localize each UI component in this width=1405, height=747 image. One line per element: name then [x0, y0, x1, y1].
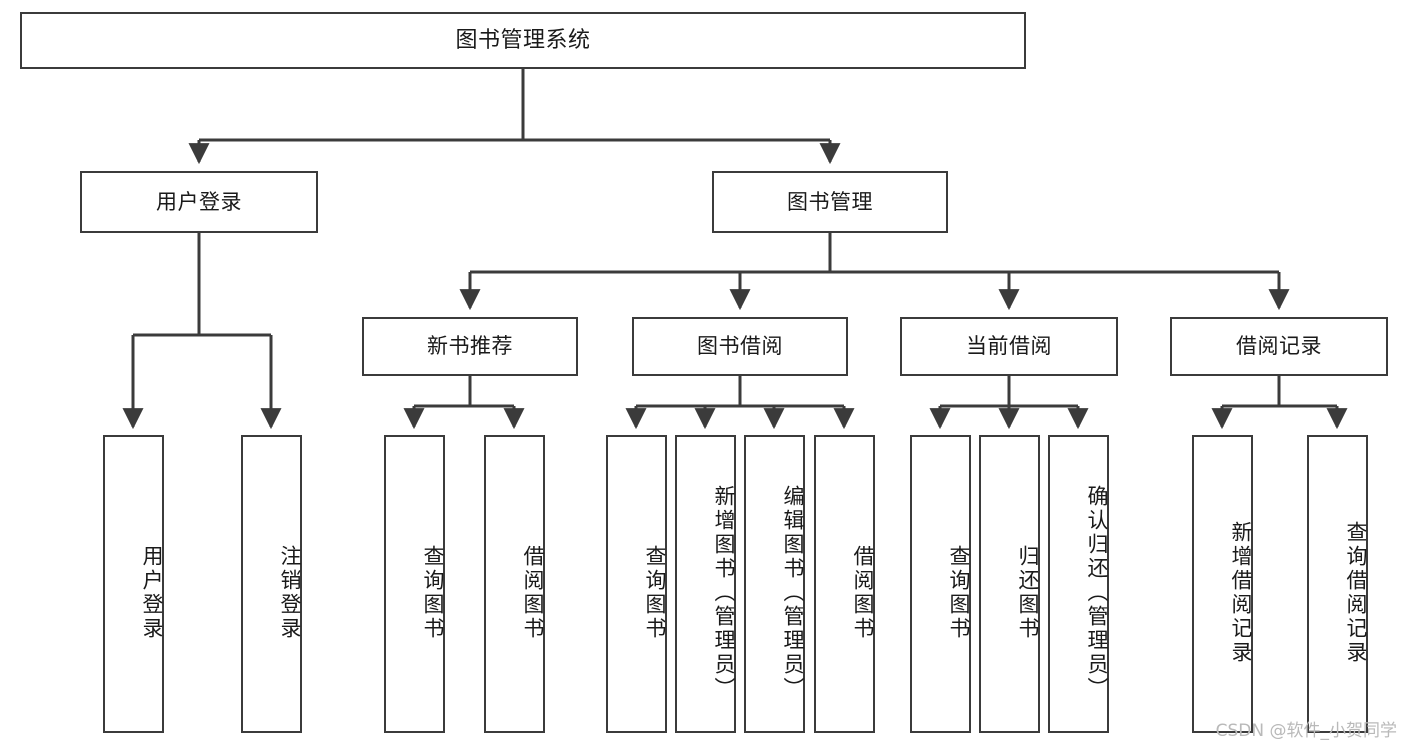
node-leaf-query-record[interactable]: 查询借阅记录: [1307, 435, 1368, 733]
node-leaf-query-book-1[interactable]: 查询图书: [384, 435, 445, 733]
node-leaf-borrow-book-2[interactable]: 借阅图书: [814, 435, 875, 733]
node-borrow-record[interactable]: 借阅记录: [1170, 317, 1388, 376]
node-leaf-query-book-3[interactable]: 查询图书: [910, 435, 971, 733]
node-leaf-edit-book[interactable]: 编辑图书（管理员）: [744, 435, 805, 733]
node-leaf-borrow-book-1[interactable]: 借阅图书: [484, 435, 545, 733]
node-user-login[interactable]: 用户登录: [80, 171, 318, 233]
node-leaf-return-book[interactable]: 归还图书: [979, 435, 1040, 733]
node-leaf-confirm-return[interactable]: 确认归还（管理员）: [1048, 435, 1109, 733]
node-leaf-add-book[interactable]: 新增图书（管理员）: [675, 435, 736, 733]
node-current-borrow[interactable]: 当前借阅: [900, 317, 1118, 376]
node-book-borrow[interactable]: 图书借阅: [632, 317, 848, 376]
node-leaf-logout[interactable]: 注销登录: [241, 435, 302, 733]
node-leaf-add-record[interactable]: 新增借阅记录: [1192, 435, 1253, 733]
node-leaf-query-book-2[interactable]: 查询图书: [606, 435, 667, 733]
node-root[interactable]: 图书管理系统: [20, 12, 1026, 69]
node-new-book-recommend[interactable]: 新书推荐: [362, 317, 578, 376]
node-book-management[interactable]: 图书管理: [712, 171, 948, 233]
node-leaf-user-login[interactable]: 用户登录: [103, 435, 164, 733]
